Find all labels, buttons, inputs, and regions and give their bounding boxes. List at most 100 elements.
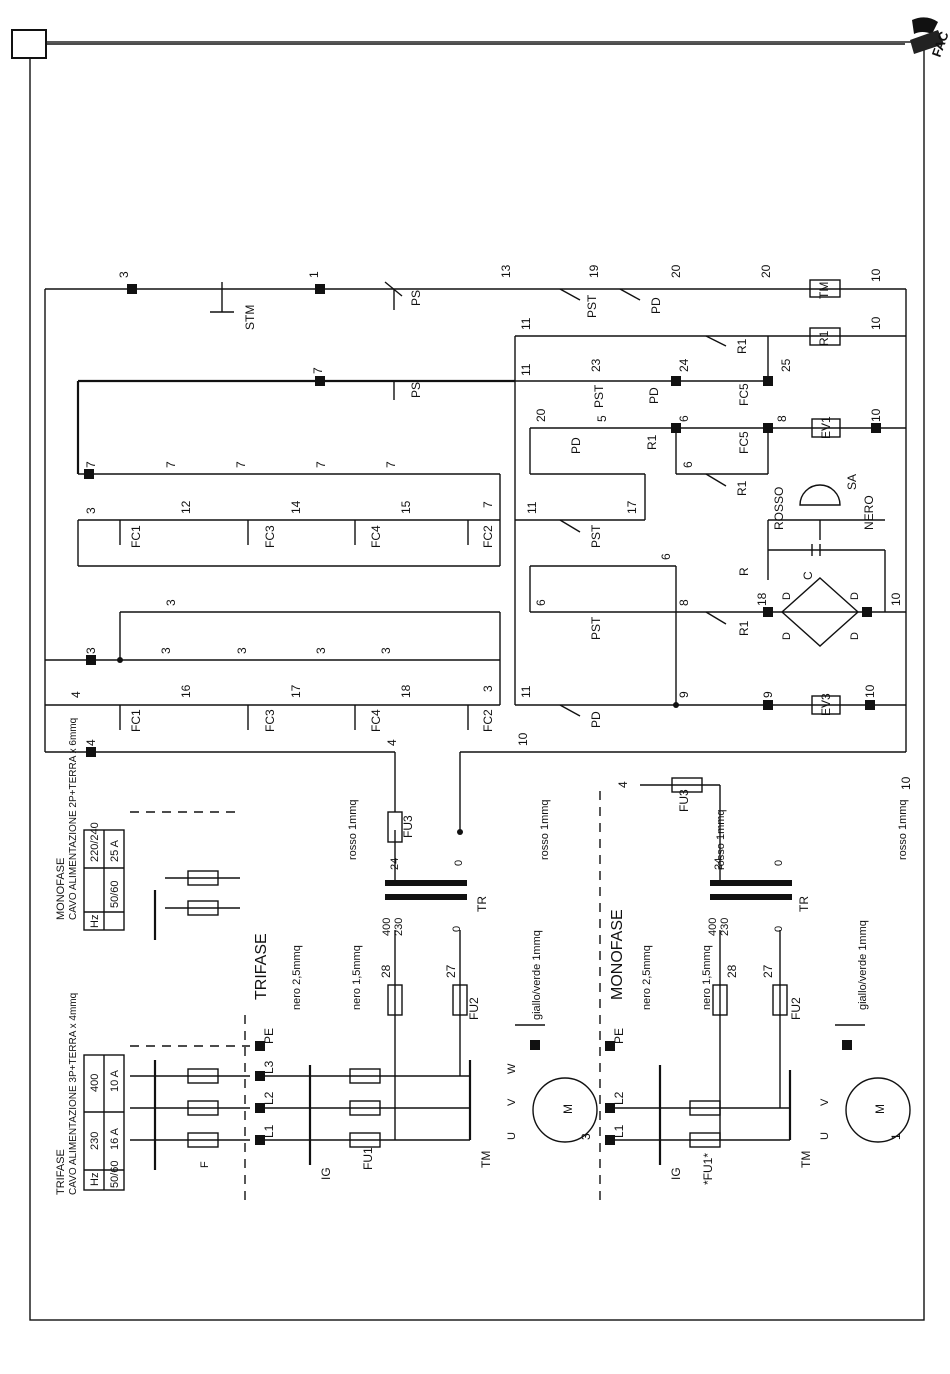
svg-text:10: 10 — [869, 408, 883, 422]
svg-text:11: 11 — [525, 501, 539, 514]
control-circuit: D D D D — [44, 279, 907, 830]
svg-text:17: 17 — [289, 684, 303, 698]
svg-text:TR: TR — [797, 896, 811, 912]
svg-text:28: 28 — [725, 964, 739, 978]
r1-coil — [809, 327, 841, 346]
svg-text:18: 18 — [755, 592, 769, 606]
svg-text:D: D — [781, 592, 793, 600]
svg-text:230: 230 — [393, 918, 405, 936]
svg-text:3: 3 — [159, 647, 173, 654]
svg-text:TR: TR — [475, 896, 489, 912]
svg-text:6: 6 — [534, 599, 548, 606]
svg-text:MONOFASE: MONOFASE — [55, 858, 67, 920]
svg-text:7: 7 — [384, 461, 398, 468]
svg-text:7: 7 — [84, 461, 98, 468]
svg-text:FC1: FC1 — [129, 525, 143, 548]
monofase-power: MONOFASE CAVO ALIMENTAZIONE 2P+TERRA x 6… — [55, 718, 911, 1200]
svg-text:D: D — [849, 632, 861, 640]
svg-text:5: 5 — [595, 415, 609, 422]
svg-text:F: F — [199, 1161, 211, 1168]
svg-text:FC1: FC1 — [129, 709, 143, 732]
svg-text:nero 2,5mmq: nero 2,5mmq — [291, 945, 303, 1010]
svg-text:10: 10 — [899, 776, 913, 790]
svg-text:TRIFASE: TRIFASE — [55, 1149, 67, 1195]
svg-text:18: 18 — [399, 684, 413, 698]
svg-text:FU1: FU1 — [361, 1147, 375, 1170]
svg-text:FU3: FU3 — [401, 815, 415, 838]
svg-text:CAVO ALIMENTAZIONE 3P+TERRA x: CAVO ALIMENTAZIONE 3P+TERRA x 4mmq — [68, 993, 79, 1195]
svg-text:400: 400 — [707, 918, 719, 936]
svg-text:M: M — [561, 1104, 575, 1114]
svg-text:V: V — [819, 1098, 831, 1106]
svg-text:TM: TM — [479, 1151, 493, 1168]
svg-text:8: 8 — [677, 599, 691, 606]
svg-text:Hz: Hz — [89, 1173, 101, 1186]
svg-text:U: U — [506, 1132, 518, 1140]
svg-text:NERO: NERO — [862, 495, 876, 530]
corner-box — [11, 29, 47, 59]
svg-text:12: 12 — [179, 500, 193, 514]
svg-text:3: 3 — [235, 647, 249, 654]
svg-text:PD: PD — [647, 387, 661, 404]
svg-text:R1: R1 — [645, 434, 659, 450]
svg-text:19: 19 — [587, 264, 601, 278]
svg-text:TM: TM — [817, 282, 831, 299]
svg-text:PD: PD — [649, 297, 663, 314]
svg-text:0: 0 — [773, 926, 785, 932]
svg-text:8: 8 — [775, 415, 789, 422]
svg-text:3: 3 — [379, 647, 393, 654]
svg-text:220/240: 220/240 — [89, 822, 101, 862]
svg-text:R1: R1 — [737, 620, 751, 636]
svg-text:14: 14 — [289, 500, 303, 514]
trifase-table: Hz 230 400 50/60 16 A 10 A — [83, 1054, 125, 1191]
svg-text:400: 400 — [381, 918, 393, 936]
trifase-power: TRIFASE CAVO ALIMENTAZIONE 3P+TERRA x 4m… — [55, 799, 598, 1200]
ev3-coil — [811, 695, 841, 715]
svg-text:10 A: 10 A — [109, 1069, 121, 1092]
svg-text:10: 10 — [516, 732, 530, 746]
svg-text:28: 28 — [379, 964, 393, 978]
svg-text:20: 20 — [669, 264, 683, 278]
svg-text:15: 15 — [399, 500, 413, 514]
motor-1ph — [845, 1077, 911, 1143]
svg-text:11: 11 — [519, 685, 533, 698]
svg-text:nero 2,5mmq: nero 2,5mmq — [641, 945, 653, 1010]
svg-text:3: 3 — [84, 647, 98, 654]
svg-text:SA: SA — [845, 474, 859, 490]
svg-text:27: 27 — [444, 964, 458, 978]
svg-text:16: 16 — [179, 684, 193, 698]
svg-text:PE: PE — [262, 1028, 276, 1044]
svg-text:Hz: Hz — [89, 915, 101, 928]
svg-text:R1: R1 — [735, 480, 749, 496]
svg-text:10: 10 — [863, 684, 877, 698]
svg-text:rosso 1mmq: rosso 1mmq — [347, 799, 359, 860]
svg-text:0: 0 — [453, 860, 465, 866]
svg-text:*FU1*: *FU1* — [701, 1153, 715, 1185]
wire-numbers: 3 1 13 19 20 20 10 10 11 11 23 24 25 7 2… — [69, 264, 913, 790]
svg-text:EV3: EV3 — [819, 693, 833, 716]
svg-text:L1: L1 — [612, 1124, 626, 1138]
svg-text:10: 10 — [889, 592, 903, 606]
motor-3ph — [532, 1077, 598, 1143]
ev1-coil — [811, 418, 841, 438]
svg-text:24: 24 — [713, 858, 725, 870]
svg-text:25: 25 — [779, 358, 793, 372]
svg-text:U: U — [819, 1132, 831, 1140]
svg-text:D: D — [781, 632, 793, 640]
svg-text:FC5: FC5 — [737, 431, 751, 454]
svg-text:16 A: 16 A — [109, 1127, 121, 1150]
svg-text:1: 1 — [889, 1133, 903, 1140]
svg-text:R: R — [737, 567, 751, 576]
svg-text:R1: R1 — [817, 330, 831, 346]
svg-text:L1: L1 — [262, 1124, 276, 1138]
svg-text:PD: PD — [569, 437, 583, 454]
svg-text:3: 3 — [481, 685, 495, 692]
page-frame — [29, 41, 925, 1321]
svg-text:0: 0 — [773, 860, 785, 866]
svg-text:FU3: FU3 — [677, 789, 691, 812]
svg-text:3: 3 — [579, 1133, 593, 1140]
svg-text:L2: L2 — [612, 1091, 626, 1105]
svg-text:C: C — [801, 571, 815, 580]
svg-text:23: 23 — [589, 358, 603, 372]
svg-text:EV1: EV1 — [819, 416, 833, 439]
